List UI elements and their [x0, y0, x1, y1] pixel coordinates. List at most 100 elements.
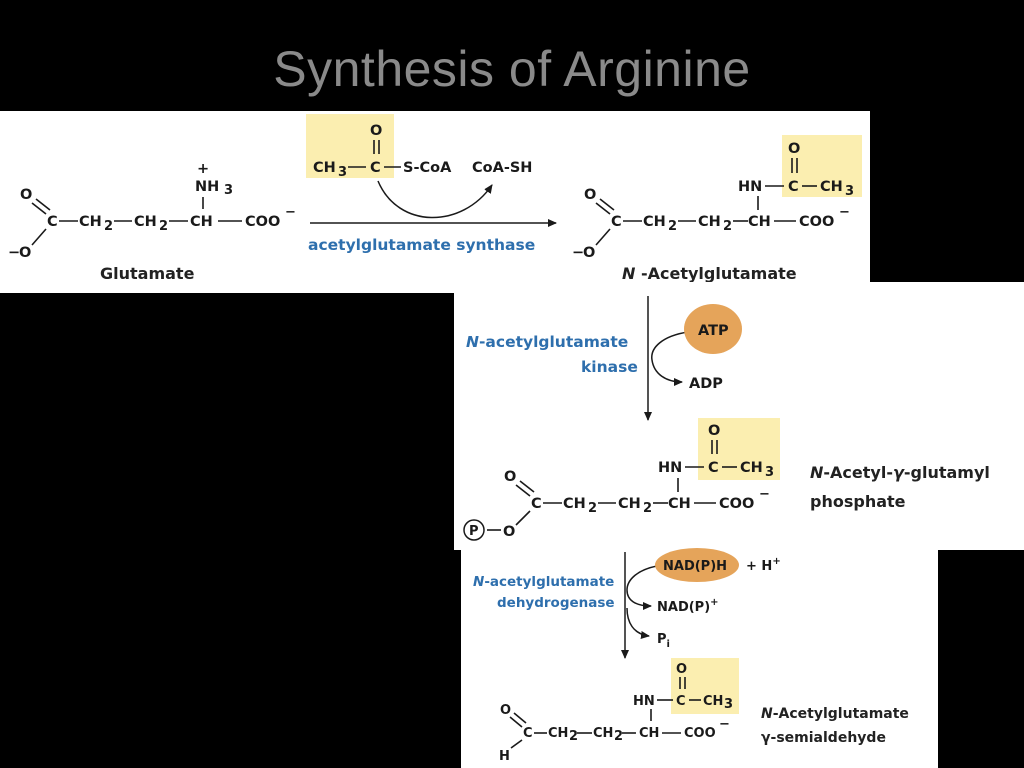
svg-text:2: 2	[643, 501, 652, 516]
nadp-label: NAD(P)+	[657, 597, 719, 615]
svg-text:−: −	[719, 717, 730, 732]
svg-text:O: O	[504, 469, 516, 485]
svg-text:CH: CH	[313, 160, 336, 176]
svg-text:2: 2	[723, 219, 732, 234]
reaction-panel-acetylation: O C − O CH 2 CH 2 CH + NH 3 COO − Glutam…	[0, 111, 870, 293]
svg-text:CH: CH	[593, 726, 613, 741]
svg-text:S-CoA: S-CoA	[403, 160, 452, 176]
svg-text:O: O	[583, 245, 595, 261]
svg-text:−: −	[8, 245, 20, 261]
phosphate-circle-icon	[463, 519, 485, 541]
svg-text:NAD(P)H: NAD(P)H	[663, 559, 727, 574]
n-acetyl-glutamyl-phosphate-label-line1: N-Acetyl-γ-glutamyl	[810, 463, 990, 482]
svg-text:O: O	[676, 662, 687, 677]
svg-text:3: 3	[338, 165, 347, 180]
atp-cofactor	[684, 304, 742, 354]
svg-text:2: 2	[588, 501, 597, 516]
svg-text:2: 2	[159, 219, 168, 234]
svg-text:3: 3	[845, 184, 854, 199]
reaction-panel-reduction: N-acetylglutamate dehydrogenase NAD(P)H …	[461, 548, 938, 768]
h-plus-label: + H+	[746, 556, 781, 574]
nadph-cofactor	[655, 548, 739, 582]
svg-text:2: 2	[668, 219, 677, 234]
svg-text:H: H	[499, 749, 510, 764]
svg-text:CH: CH	[639, 726, 659, 741]
svg-text:C: C	[611, 214, 622, 230]
svg-text:NH: NH	[195, 179, 219, 195]
enzyme-kinase-line2: kinase	[581, 358, 638, 376]
svg-text:O: O	[788, 141, 800, 157]
svg-text:CH: CH	[668, 496, 691, 512]
svg-text:COO: COO	[719, 496, 754, 512]
svg-text:CH: CH	[79, 214, 102, 230]
svg-text:O: O	[19, 245, 31, 261]
svg-text:CH: CH	[698, 214, 721, 230]
svg-text:+: +	[197, 161, 209, 177]
acetyl-highlight-semialdehyde	[671, 658, 739, 714]
svg-text:C: C	[708, 460, 719, 476]
pi-release-arrow	[626, 607, 650, 639]
n-acetylglutamate-semialdehyde-label-line1: N-Acetylglutamate	[761, 706, 909, 722]
n-acetylglutamate-semialdehyde-label-line2: γ-semialdehyde	[761, 730, 886, 746]
svg-text:CH: CH	[190, 214, 213, 230]
enzyme-kinase-line1: N-acetylglutamate	[466, 333, 628, 351]
svg-text:HN: HN	[658, 460, 682, 476]
atp-curved-arrow	[651, 331, 689, 386]
svg-text:C: C	[676, 694, 686, 709]
svg-text:CoA-SH: CoA-SH	[472, 160, 532, 176]
svg-text:O: O	[503, 524, 515, 540]
svg-text:C: C	[523, 726, 533, 741]
svg-text:HN: HN	[738, 179, 762, 195]
svg-text:O: O	[500, 703, 511, 718]
svg-text:CH: CH	[643, 214, 666, 230]
svg-text:CH: CH	[618, 496, 641, 512]
svg-text:ATP: ATP	[698, 323, 729, 339]
n-acetylglutamate-semialdehyde-structure: O HN C CH 3 O C CH 2 CH 2 CH COO − H	[499, 662, 733, 764]
svg-text:COO: COO	[799, 214, 834, 230]
svg-text:HN: HN	[633, 694, 655, 709]
svg-text:O: O	[20, 187, 32, 203]
slide-title: Synthesis of Arginine	[273, 41, 751, 97]
acetyl-coa-curved-arrow	[377, 180, 493, 219]
adp-label: ADP	[689, 376, 723, 392]
nadph-curved-arrow	[626, 565, 658, 610]
acetyl-highlight-product	[782, 135, 862, 197]
svg-text:2: 2	[104, 219, 113, 234]
svg-text:COO: COO	[684, 726, 716, 741]
svg-text:P: P	[469, 524, 479, 539]
svg-text:C: C	[47, 214, 58, 230]
svg-text:CH: CH	[740, 460, 763, 476]
svg-text:C: C	[531, 496, 542, 512]
svg-text:CH: CH	[748, 214, 771, 230]
svg-text:CH: CH	[134, 214, 157, 230]
glutamate-structure: O C − O CH 2 CH 2 CH + NH 3 COO −	[8, 161, 296, 261]
n-acetylglutamate-structure: O HN C CH 3 O C − O CH 2 CH 2 CH COO −	[572, 141, 854, 261]
svg-text:2: 2	[614, 729, 623, 744]
svg-text:3: 3	[724, 697, 733, 712]
svg-text:O: O	[708, 423, 720, 439]
reaction-panel-phosphorylation: N-acetylglutamate kinase ATP ADP O HN C …	[454, 282, 1024, 550]
svg-text:CH: CH	[820, 179, 843, 195]
acetyl-coa-structure: O CH 3 C S-CoA CoA-SH	[313, 123, 532, 180]
svg-text:−: −	[285, 205, 296, 220]
n-acetyl-glutamyl-phosphate-label-line2: phosphate	[810, 492, 906, 511]
svg-text:O: O	[370, 123, 382, 139]
n-acetylglutamate-label: N -Acetylglutamate	[622, 264, 797, 283]
enzyme-acetylglutamate-synthase: acetylglutamate synthase	[308, 236, 535, 254]
svg-text:O: O	[584, 187, 596, 203]
enzyme-dehydrogenase-line2: dehydrogenase	[497, 595, 615, 611]
svg-text:COO: COO	[245, 214, 280, 230]
svg-text:3: 3	[224, 183, 233, 198]
svg-text:C: C	[370, 160, 381, 176]
svg-text:−: −	[759, 487, 770, 502]
svg-text:−: −	[572, 245, 584, 261]
glutamate-label: Glutamate	[100, 264, 195, 283]
pi-label: Pi	[657, 632, 670, 650]
svg-text:CH: CH	[703, 694, 723, 709]
svg-text:CH: CH	[563, 496, 586, 512]
n-acetyl-glutamyl-phosphate-structure: O HN C CH 3 O C CH 2 CH 2 CH COO − O P	[463, 423, 774, 541]
svg-text:CH: CH	[548, 726, 568, 741]
svg-text:3: 3	[765, 465, 774, 480]
enzyme-dehydrogenase-line1: N-acetylglutamate	[473, 574, 614, 590]
svg-text:C: C	[788, 179, 799, 195]
